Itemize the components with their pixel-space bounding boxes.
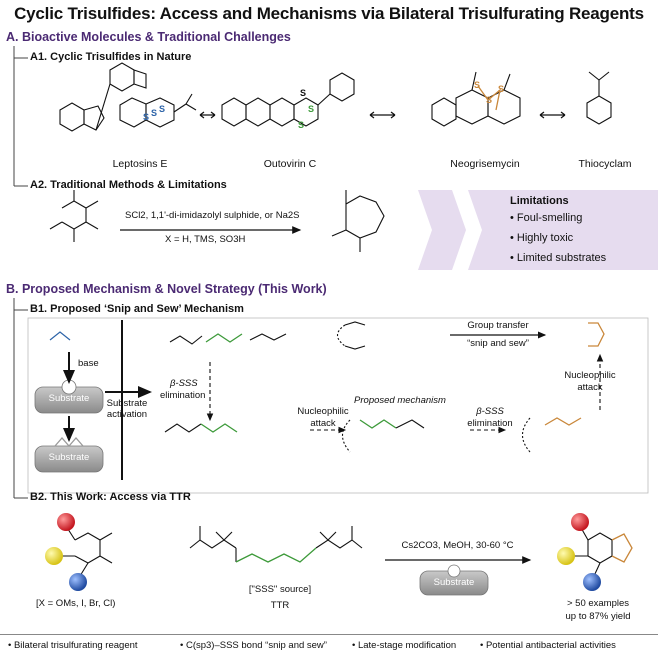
proposed-mechanism-label: Proposed mechanism [354,395,446,406]
substrate-blob-2 [34,437,104,473]
svg-text:S: S [143,112,149,122]
b2-substrate-blob [419,564,489,596]
b2-heading: B2. This Work: Access via TTR [30,491,191,503]
product-sphere-blue [583,573,601,591]
footer-item-snip-sew: • C(sp3)–SSS bond “snip and sew” [180,640,327,651]
section-b-bracket [13,298,28,499]
activation-arrows [63,320,152,480]
mechanism-dashed-arrows [206,353,604,434]
elimination-label-2: elimination [467,418,513,429]
examples-label: > 50 examples [566,598,630,609]
section-a-heading: A. Bioactive Molecules & Traditional Cha… [6,30,291,44]
b1-heading: B1. Proposed ‘Snip and Sew’ Mechanism [30,303,244,315]
b2-substrate-skeleton [60,525,113,577]
molecule-label-outovirin: Outovirin C [263,158,317,170]
b2-sphere-red [57,513,75,531]
x-definition-label: [X = OMs, I, Br, Cl) [36,598,116,609]
molecule-label-neogrisemycin: Neogrisemycin [450,158,520,170]
b2-sphere-yellow [45,547,63,565]
mechanism-intermediate-3 [521,417,582,453]
molecule-double-arrows [199,111,566,119]
a2-heading: A2. Traditional Methods & Limitations [30,179,227,191]
svg-text:S: S [298,120,304,130]
mechanism-intermediate-2 [341,419,425,453]
yield-label: up to 87% yield [565,611,631,622]
svg-text:S: S [300,88,306,98]
sss-source-label: ["SSS" source] [248,584,312,595]
a2-reagents-line1: SCl2, 1,1'-di-imidazolyl sulphide, or Na… [125,210,300,221]
footer-item-bilateral: • Bilateral trisulfurating reagent [8,640,138,651]
base-label: base [78,358,99,369]
product-sphere-red [571,513,589,531]
b2-conditions-label: Cs2CO3, MeOH, 30-60 °C [401,540,514,551]
substrate-label-2: Substrate [48,452,90,463]
product-sphere-yellow [557,547,575,565]
svg-text:S: S [486,95,492,105]
svg-text:S: S [308,104,314,114]
mechanism-product-ring [588,322,605,347]
substrate-label-1: Substrate [48,393,90,404]
beta-sss-label-2: β-SSS [476,406,504,417]
limitation-item-toxic: • Highly toxic [510,232,574,244]
attack-label-1: attack [310,418,336,429]
substrate-activation-label: Substrate activation [106,398,148,420]
footer-item-late-stage: • Late-stage modification [352,640,457,651]
beta-sss-label-1: β-SSS [170,378,198,389]
mechanism-intermediate-1 [164,423,238,433]
group-transfer-label: Group transfer [467,320,529,331]
a2-starting-material [49,190,99,242]
limitation-item-foul: • Foul-smelling [510,212,583,224]
ttr-structure [189,526,363,562]
attack-label-2: attack [577,382,603,393]
neogrisemycin-sulfur-bridge [477,85,501,111]
svg-text:S: S [159,104,165,114]
ttr-label: TTR [270,600,290,611]
a2-reagents-line2: X = H, TMS, SO3H [165,234,246,245]
outovirin-c-sulfur-bridge: S S S [298,88,314,130]
sss-fragment-blue [49,331,71,341]
nucleophilic-label-1: Nucleophilic [297,406,349,417]
neogrisemycin-structure [431,71,521,127]
snip-and-sew-label: “snip and sew” [467,338,529,349]
section-a-bracket [13,46,28,187]
limitations-title: Limitations [510,195,569,207]
nucleophilic-label-2: Nucleophilic [564,370,616,381]
footer-item-antibacterial: • Potential antibacterial activities [480,640,616,651]
svg-text:S: S [498,84,504,94]
b2-product-skeleton [572,525,633,577]
elimination-label-1: elimination [160,390,206,401]
b2-sphere-blue [69,573,87,591]
mechanism-reagent-sulfurs [205,333,243,343]
leptosins-e-sulfur-bridge: S S S [143,104,165,122]
figure-title: Cyclic Trisulfides: Access and Mechanism… [14,4,644,23]
a2-product-ring [331,190,385,252]
limitations-banner [418,190,658,270]
svg-text:S: S [474,80,480,90]
outovirin-c-structure [221,72,355,127]
svg-text:S: S [151,108,157,118]
footer-bar [0,634,658,659]
b2-substrate-label: Substrate [433,577,475,588]
molecule-label-leptosins: Leptosins E [112,158,168,170]
section-b-heading: B. Proposed Mechanism & Novel Strategy (… [6,282,327,296]
thiocyclam-structure [586,71,612,125]
b1-frame [27,317,649,494]
leptosins-e-structure [59,62,197,132]
mechanism-reagent-chain [169,333,287,345]
a1-heading: A1. Cyclic Trisulfides in Nature [30,51,192,63]
mechanism-dihalide [336,321,366,350]
molecule-label-thiocyclam: Thiocyclam [578,158,632,170]
ttr-sulfurs [235,547,317,563]
limitation-item-substrates: • Limited substrates [510,252,607,264]
neogrisemycin-sulfur-labels: S S S [474,80,504,105]
